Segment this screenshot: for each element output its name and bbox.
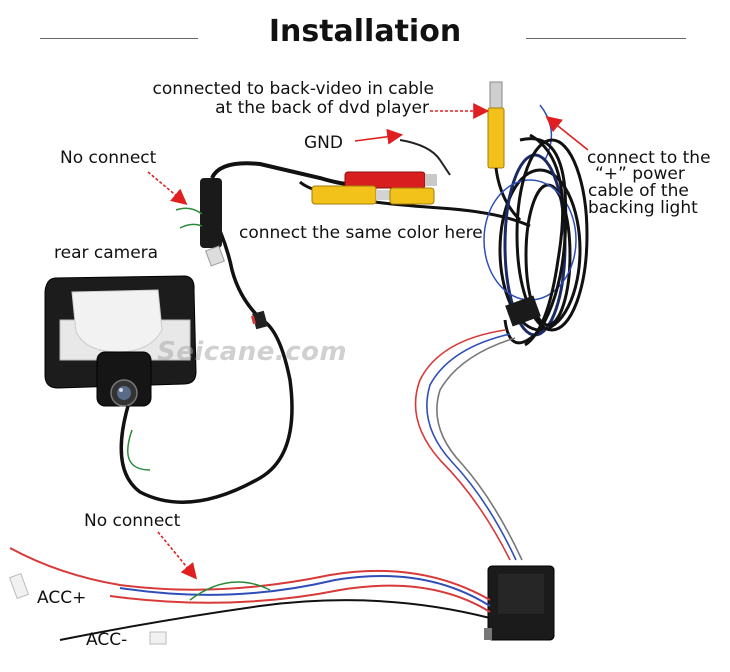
label-gnd: GND bbox=[304, 133, 343, 153]
label-rear-camera: rear camera bbox=[54, 243, 159, 263]
title-rule-left bbox=[40, 38, 198, 39]
label-power-line4: backing light bbox=[588, 198, 698, 218]
acc-plus-tag bbox=[8, 572, 30, 600]
page-title: Installation bbox=[268, 14, 462, 49]
rca-red-connector bbox=[344, 171, 437, 189]
label-power-line1: connect to the bbox=[587, 148, 711, 168]
acc-minus-tag bbox=[149, 631, 167, 645]
label-back-video-line2: at the back of dvd player bbox=[215, 98, 429, 118]
cable-ferrite bbox=[252, 310, 268, 330]
label-acc-minus: ACC- bbox=[86, 630, 128, 650]
control-box bbox=[484, 565, 555, 641]
title-rule-right bbox=[526, 38, 686, 39]
label-back-video-line1: connected to back-video in cable bbox=[152, 79, 434, 99]
camera-junction bbox=[175, 178, 225, 267]
coiled-extension-cable bbox=[483, 133, 589, 347]
acc-wires bbox=[9, 547, 491, 641]
rca-top-yellow bbox=[487, 81, 505, 169]
camera-cable bbox=[119, 209, 294, 504]
label-acc-plus: ACC+ bbox=[37, 588, 87, 608]
rear-camera-body bbox=[44, 275, 197, 407]
label-no-connect-bottom: No connect bbox=[84, 511, 181, 531]
annotation-arrows bbox=[147, 103, 589, 580]
label-power-line3: cable of the bbox=[588, 181, 689, 201]
label-no-connect-top: No connect bbox=[60, 148, 157, 168]
label-same-color: connect the same color here bbox=[239, 223, 483, 243]
watermark: Seicane.com bbox=[157, 337, 348, 367]
rca-yellow-connector bbox=[311, 185, 435, 205]
label-power-line2: “+” power bbox=[595, 164, 685, 184]
coil-plug bbox=[505, 295, 541, 327]
